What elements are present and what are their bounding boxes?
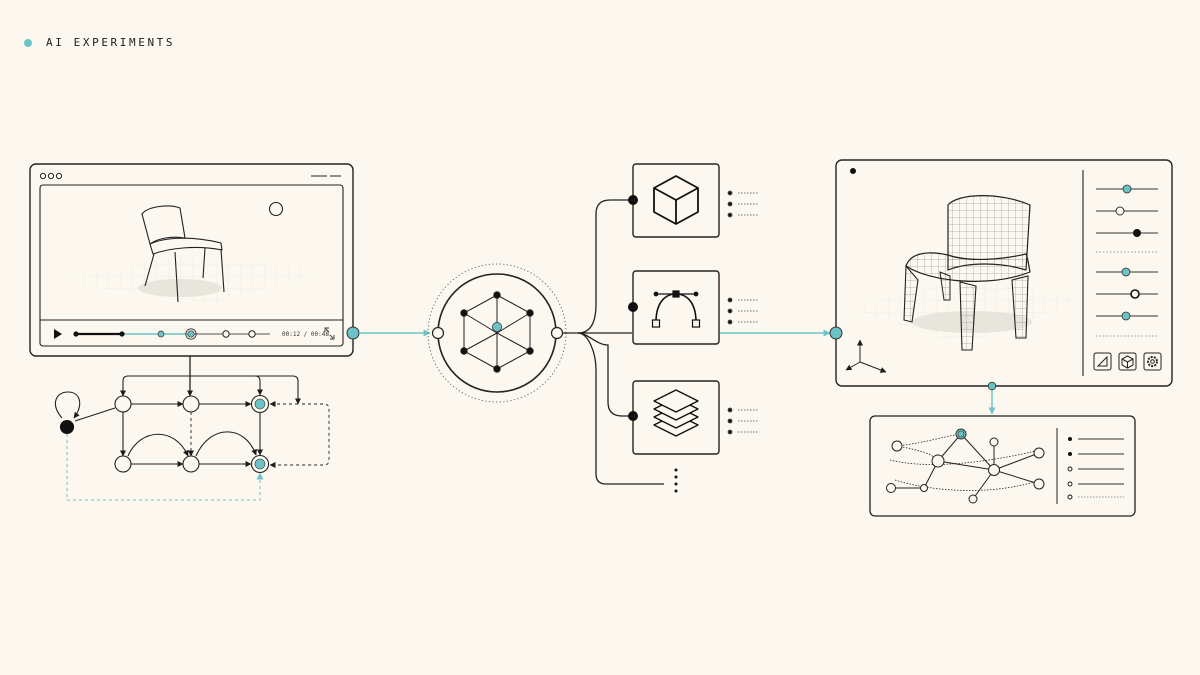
graph-start-node — [59, 419, 75, 435]
axes-icon — [845, 339, 887, 373]
play-icon[interactable] — [54, 329, 62, 339]
branch-connectors — [562, 199, 831, 485]
graph-legend-list — [1067, 437, 1124, 500]
window-controls[interactable] — [39, 172, 63, 180]
cube-icon — [653, 175, 699, 225]
output-layers-meta — [727, 407, 758, 435]
brand-header: AI EXPERIMENTS — [24, 36, 175, 49]
tool-buttons — [1093, 352, 1162, 371]
output-curve-meta — [727, 297, 758, 325]
fullscreen-icon[interactable] — [324, 327, 335, 340]
viewer-input-port — [829, 326, 843, 340]
bezier-curve-icon — [651, 290, 701, 328]
video-player-window: 00:12 / 00:48 — [29, 163, 354, 357]
brand-dot — [24, 38, 32, 47]
knowledge-graph — [886, 428, 1045, 504]
viewer-status-dot — [850, 168, 856, 174]
flow-input-connector — [346, 326, 431, 340]
state-graph — [54, 356, 330, 501]
chair-outline — [141, 205, 225, 303]
light-source-icon — [268, 201, 284, 217]
ruler-icon[interactable] — [1093, 352, 1112, 371]
output-box-cube[interactable] — [628, 163, 758, 238]
parameter-sliders[interactable] — [1096, 184, 1158, 337]
cube-view-icon[interactable] — [1118, 352, 1137, 371]
network-core-node — [427, 263, 567, 403]
gear-icon[interactable] — [1143, 352, 1162, 371]
output-box-layers[interactable] — [628, 380, 758, 455]
time-readout: 00:12 / 00:48 — [282, 331, 329, 338]
model-viewer-window — [829, 159, 1173, 387]
floor-grid — [55, 256, 335, 303]
output-box-curve[interactable] — [628, 270, 758, 345]
viewer-output-connector — [987, 381, 997, 415]
output-cube-meta — [727, 190, 758, 218]
graph-panel — [869, 415, 1136, 517]
network-cube-icon — [460, 291, 534, 373]
chair-shadow — [138, 279, 222, 297]
more-outputs-ellipsis — [674, 468, 678, 493]
layers-icon — [653, 389, 699, 437]
timeline-scrubber[interactable] — [73, 328, 270, 340]
page-title: AI EXPERIMENTS — [46, 36, 176, 49]
mesh-chair-model[interactable] — [903, 195, 1031, 351]
